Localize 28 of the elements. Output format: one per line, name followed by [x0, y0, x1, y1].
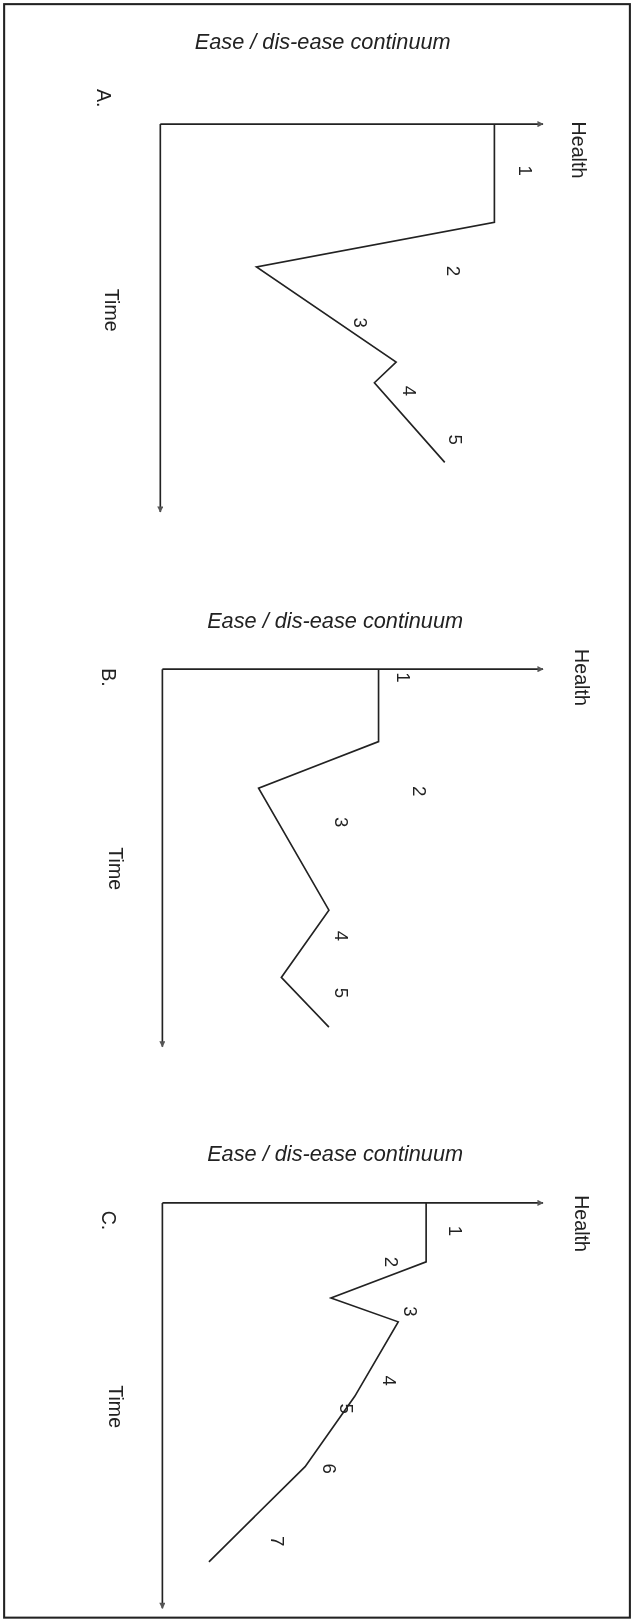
stage-number: 5 — [445, 434, 465, 445]
chart-title: Ease / dis-ease continuum — [207, 1142, 464, 1165]
stage-number: 6 — [319, 1463, 339, 1474]
axis-label: Time — [101, 288, 122, 332]
stage-number: 3 — [332, 817, 351, 828]
axis-label: Time — [106, 847, 126, 891]
stage-number: 2 — [443, 265, 463, 277]
stage-number: 4 — [332, 930, 351, 942]
chart-title: Ease / dis-ease continuum — [194, 30, 451, 53]
stage-number: 1 — [445, 1225, 465, 1236]
stage-number: 4 — [379, 1375, 399, 1386]
stage-number: 2 — [409, 786, 429, 797]
axis-label: Health — [571, 1195, 592, 1252]
panel-letter: B. — [98, 668, 119, 687]
panel-letter: A. — [93, 88, 114, 108]
stage-number: 3 — [350, 317, 370, 328]
stage-number: 7 — [267, 1535, 287, 1547]
axis-label: Time — [106, 1385, 126, 1429]
stage-number: 1 — [394, 672, 413, 683]
axis-label: Health — [569, 121, 590, 179]
panel-letter: C. — [98, 1210, 119, 1231]
stage-number: 3 — [401, 1306, 420, 1317]
stage-number: 1 — [516, 165, 535, 176]
stage-number: 2 — [381, 1256, 401, 1268]
stage-number: 5 — [332, 987, 351, 999]
axis-label: Health — [571, 649, 592, 706]
stage-number: 4 — [400, 385, 419, 397]
chart-title: Ease / dis-ease continuum — [207, 609, 464, 632]
